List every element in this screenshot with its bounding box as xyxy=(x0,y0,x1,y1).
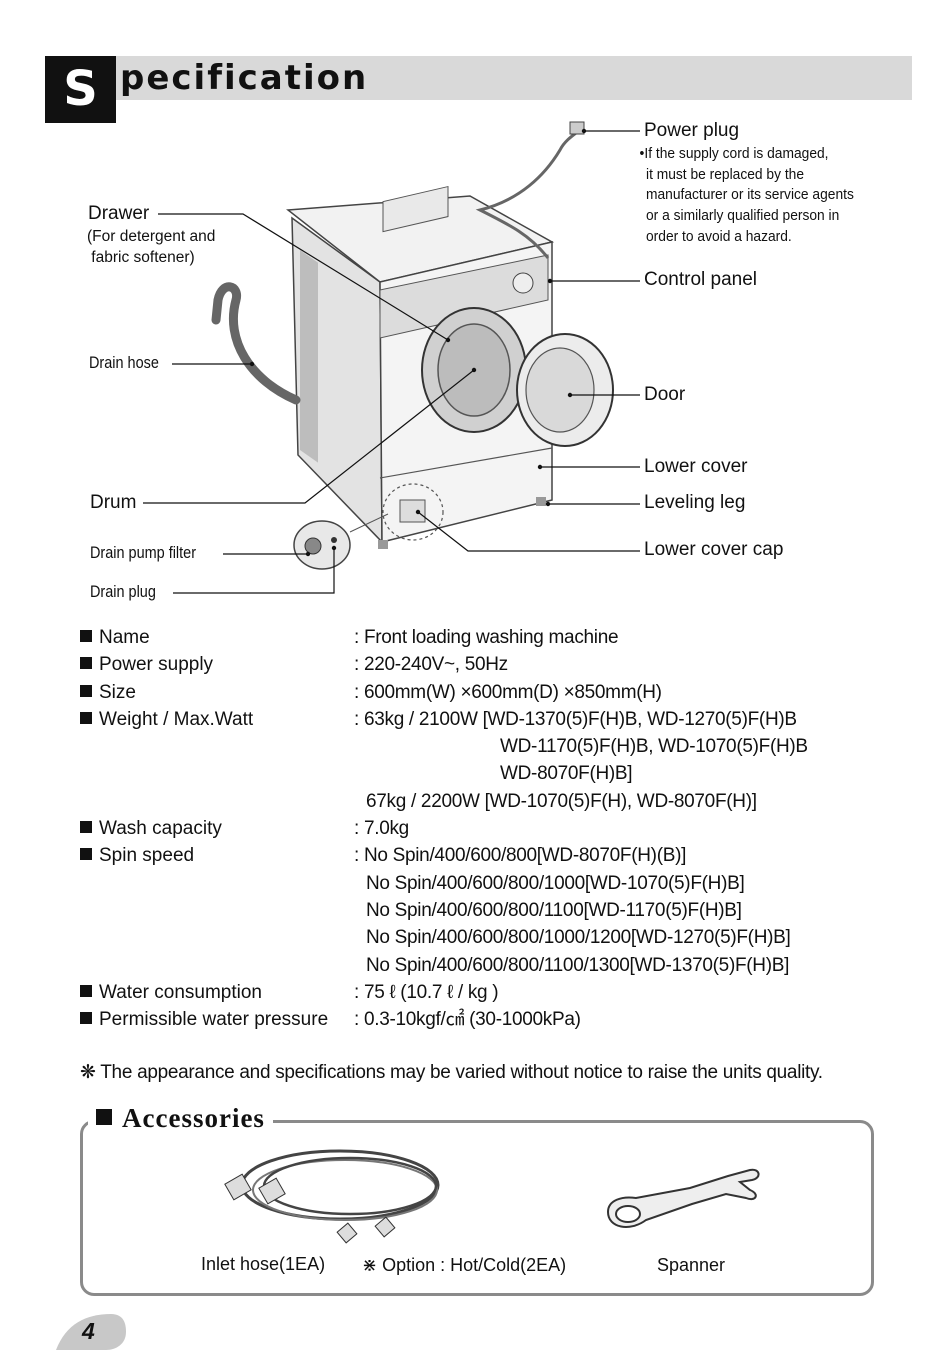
drawer-sub-line: fabric softener) xyxy=(87,249,195,266)
page-number: 4 xyxy=(82,1318,95,1344)
spec-value: WD-8070F(H)B] xyxy=(500,763,633,785)
spec-value: No Spin/400/600/800/1000[WD-1070(5)F(H)B… xyxy=(366,872,745,894)
label-door: Door xyxy=(644,384,686,405)
label-drain-pump-filter: Drain pump filter xyxy=(90,543,197,562)
label-power-plug: Power plug xyxy=(644,120,740,141)
spec-key: Weight / Max.Watt xyxy=(99,708,254,730)
note-line: order to avoid a hazard. xyxy=(646,227,792,245)
lower-cover-cap-circle xyxy=(382,483,444,541)
bullet-square xyxy=(80,848,92,861)
spec-value: 67kg / 2200W [WD-1070(5)F(H), WD-8070F(H… xyxy=(366,790,757,812)
spec-row-cont: No Spin/400/600/800/1000[WD-1070(5)F(H)B… xyxy=(80,870,940,897)
page-title: pecification xyxy=(120,58,369,98)
spec-value: No Spin/400/600/800/1100[WD-1170(5)F(H)B… xyxy=(366,899,742,921)
spec-value: : 75 ℓ (10.7 ℓ / kg ) xyxy=(354,981,499,1003)
spanner-label: Spanner xyxy=(657,1255,726,1275)
spec-row-name: Name : Front loading washing machine xyxy=(80,624,940,651)
bullet-square xyxy=(80,984,92,997)
spec-row-power-supply: Power supply : 220-240V~, 50Hz xyxy=(80,651,940,678)
washing-machine-diagram xyxy=(143,121,640,594)
spec-row-water-consumption: Water consumption : 75 ℓ (10.7 ℓ / kg ) xyxy=(80,979,940,1006)
option-label: ⋇ Option : Hot/Cold(2EA) xyxy=(362,1255,567,1275)
label-drain-plug: Drain plug xyxy=(90,582,156,601)
control-panel-strip xyxy=(379,254,549,339)
bullet-square xyxy=(80,821,92,834)
door-glass xyxy=(525,347,595,433)
spanner-illustration xyxy=(606,1168,760,1228)
spec-row-weight: Weight / Max.Watt : 63kg / 2100W [WD-137… xyxy=(80,706,940,733)
note-line: manufacturer or its service agents xyxy=(646,186,854,204)
label-lower-cover: Lower cover xyxy=(644,456,748,477)
accessories-heading: Accessories xyxy=(88,1100,273,1136)
accessories-title: Accessories xyxy=(122,1103,265,1133)
note-line: or a similarly qualified person in xyxy=(646,207,840,225)
spec-key: Spin speed xyxy=(99,845,195,867)
drawer-subtext: (For detergent and fabric softener) xyxy=(87,226,215,268)
spec-row-water-pressure: Permissible water pressure : 0.3-10kgf/㎠… xyxy=(80,1006,940,1033)
label-drain-hose: Drain hose xyxy=(89,353,159,372)
note-line: it must be replaced by the xyxy=(646,165,805,183)
bullet-square xyxy=(80,684,92,697)
label-drawer: Drawer xyxy=(88,203,150,224)
spec-value: : 0.3-10kgf/㎠ (30-1000kPa) xyxy=(354,1009,581,1031)
bullet-square xyxy=(80,630,92,642)
spec-row-cont: No Spin/400/600/800/1100/1300[WD-1370(5)… xyxy=(80,952,940,979)
spec-row-wash-capacity: Wash capacity : 7.0kg xyxy=(80,815,940,842)
drain-hose-shape xyxy=(211,282,301,405)
inlet-hose-illustration xyxy=(224,1149,440,1244)
program-knob xyxy=(512,272,534,294)
power-cord-shape xyxy=(475,128,581,259)
bullet-square xyxy=(80,1012,92,1025)
spec-row-spin-speed: Spin speed : No Spin/400/600/800[WD-8070… xyxy=(80,842,940,869)
drawer-shape xyxy=(382,185,449,233)
spec-value: : 220-240V~, 50Hz xyxy=(354,654,508,676)
bullet-square xyxy=(80,711,92,724)
drain-filter-inset xyxy=(293,520,351,570)
spec-value: : Front loading washing machine xyxy=(354,627,619,648)
spec-value: No Spin/400/600/800/1100/1300[WD-1370(5)… xyxy=(366,954,790,976)
spec-value: : 600mm(W) ×600mm(D) ×850mm(H) xyxy=(354,681,662,703)
spec-key: Wash capacity xyxy=(99,818,222,840)
spec-key: Permissible water pressure xyxy=(99,1009,329,1031)
spec-key: Water consumption xyxy=(99,981,262,1003)
inlet-hose-label: Inlet hose(1EA) xyxy=(201,1254,326,1274)
label-control-panel: Control panel xyxy=(644,269,758,290)
bullet-square xyxy=(96,1109,112,1125)
spec-row-size: Size : 600mm(W) ×600mm(D) ×850mm(H) xyxy=(80,679,940,706)
accessories-box xyxy=(80,1120,874,1296)
label-leveling-leg: Leveling leg xyxy=(644,492,746,513)
spec-table: Name : Front loading washing machine Pow… xyxy=(80,624,940,1033)
spec-value: : 63kg / 2100W [WD-1370(5)F(H)B, WD-1270… xyxy=(354,708,797,730)
drawer-sub-line: (For detergent and xyxy=(87,228,216,245)
header-initial: S xyxy=(45,56,116,123)
note-line: •If the supply cord is damaged, xyxy=(639,145,829,162)
spec-key: Size xyxy=(99,681,136,703)
lower-cover-line xyxy=(379,447,553,479)
spec-value: No Spin/400/600/800/1000/1200[WD-1270(5)… xyxy=(366,927,791,949)
page-number-tab xyxy=(56,1314,126,1350)
side-stripe xyxy=(300,250,318,463)
leveling-leg-shape xyxy=(536,497,546,506)
spec-row-cont: No Spin/400/600/800/1000/1200[WD-1270(5)… xyxy=(80,924,940,951)
label-drum: Drum xyxy=(90,492,137,513)
power-plug-note: •If the supply cord is damaged, it must … xyxy=(639,144,867,248)
spec-value: WD-1170(5)F(H)B, WD-1070(5)F(H)B xyxy=(500,736,808,758)
label-lower-cover-cap: Lower cover cap xyxy=(644,539,784,560)
spec-key: Name xyxy=(99,627,150,648)
spec-key: Power supply xyxy=(99,654,214,676)
spec-row-cont: 67kg / 2200W [WD-1070(5)F(H), WD-8070F(H… xyxy=(80,788,940,815)
spec-row-cont: No Spin/400/600/800/1100[WD-1170(5)F(H)B… xyxy=(80,897,940,924)
spec-row-cont: WD-1170(5)F(H)B, WD-1070(5)F(H)B xyxy=(80,733,940,760)
disclaimer-note: ❋ The appearance and specifications may … xyxy=(80,1062,823,1083)
spec-value: : No Spin/400/600/800[WD-8070F(H)(B)] xyxy=(354,845,687,867)
spec-value: : 7.0kg xyxy=(354,818,409,840)
header-bar xyxy=(45,56,912,100)
spec-row-cont: WD-8070F(H)B] xyxy=(80,760,940,787)
bullet-square xyxy=(80,657,92,670)
